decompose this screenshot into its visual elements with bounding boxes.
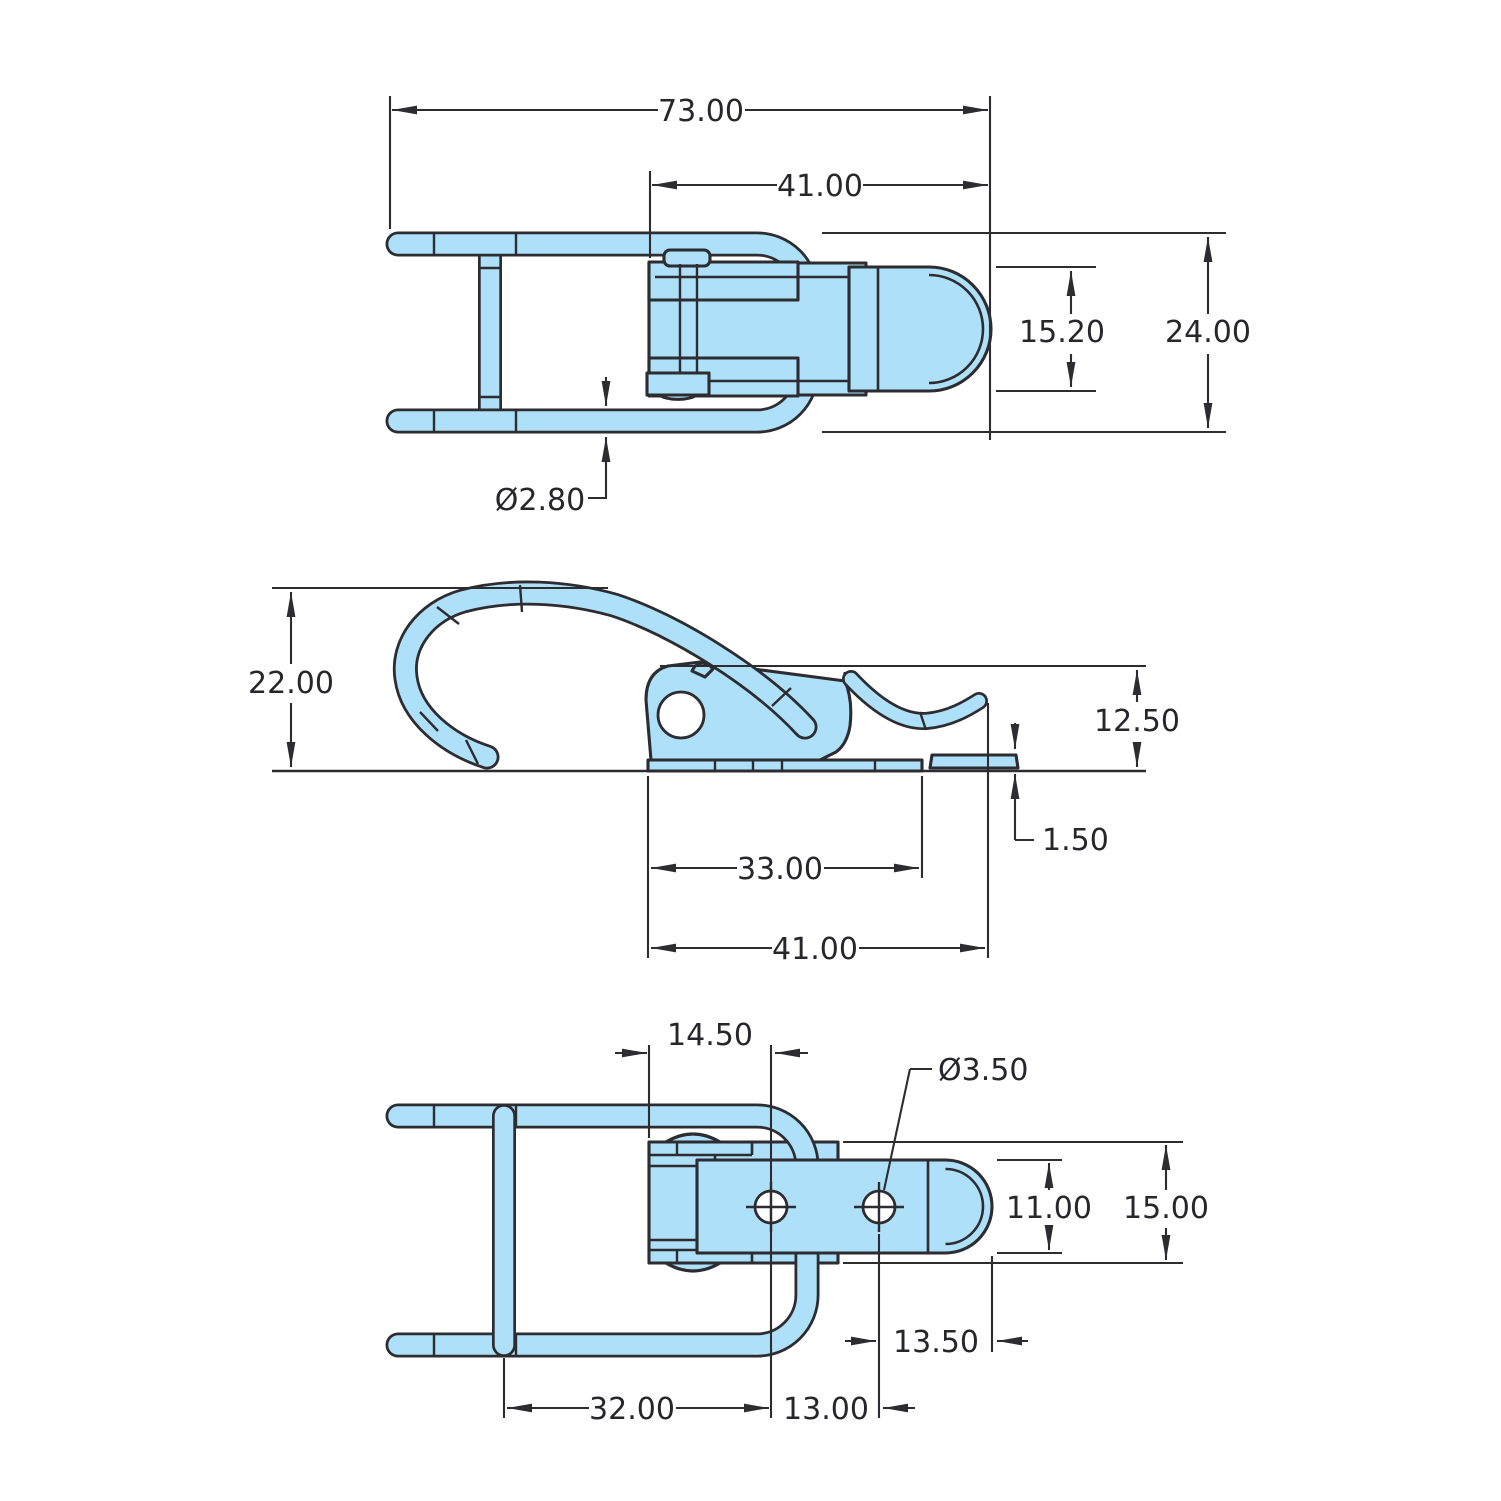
dim-bottom-loop-to-hole: 32.00 — [589, 1392, 675, 1427]
dim-bottom-hole-diameter: Ø3.50 — [938, 1053, 1028, 1088]
dim-bottom-hole-offset: 14.50 — [667, 1018, 753, 1053]
dim-bottom-plate-width: 11.00 — [1006, 1191, 1092, 1226]
dim-side-catch-thickness: 1.50 — [1042, 823, 1109, 858]
top-view: 73.00 41.00 15.20 24.00 Ø2.80 — [385, 94, 1251, 518]
bottom-view-latch-plate — [695, 1158, 994, 1255]
top-view-latch-body — [645, 248, 993, 401]
dim-top-overall-length: 73.00 — [658, 94, 744, 129]
side-view-latch-body — [644, 660, 988, 773]
dim-bottom-hole-spacing: 13.00 — [783, 1392, 869, 1427]
dim-top-wire-diameter: Ø2.80 — [495, 483, 585, 518]
dim-side-latch-length: 41.00 — [772, 932, 858, 967]
bottom-view-dimensions: 14.50 Ø3.50 11.00 15.00 13.50 32.00 13.0… — [502, 1018, 1209, 1427]
dim-bottom-bracket-width: 15.00 — [1123, 1191, 1209, 1226]
dim-side-base-length: 33.00 — [737, 852, 823, 887]
top-view-hinge-pin-head — [662, 248, 712, 268]
top-view-dimensions: 73.00 41.00 15.20 24.00 Ø2.80 — [388, 94, 1251, 518]
dim-top-latch-length: 41.00 — [777, 169, 863, 204]
dim-top-keeper-height: 15.20 — [1019, 315, 1105, 350]
top-view-hinge-plate-upper — [647, 260, 800, 302]
dim-bottom-hole-to-end: 13.50 — [893, 1325, 979, 1360]
side-view: 22.00 12.50 1.50 33.00 41.00 — [248, 580, 1180, 967]
side-view-bail-hook — [392, 580, 818, 770]
side-view-catch-lip — [928, 753, 1020, 770]
side-view-pivot-hole — [656, 690, 706, 740]
dim-side-latch-height: 12.50 — [1094, 704, 1180, 739]
side-view-dimensions: 22.00 12.50 1.50 33.00 41.00 — [248, 586, 1180, 967]
top-view-keeper-nose — [847, 265, 993, 393]
side-view-baseplate — [646, 758, 924, 773]
dim-side-hook-height: 22.00 — [248, 666, 334, 701]
bottom-view-pin-dome-upper — [664, 1132, 722, 1144]
bottom-view: 14.50 Ø3.50 11.00 15.00 13.50 32.00 13.0… — [385, 1018, 1209, 1427]
bottom-view-pin-dome-lower — [664, 1261, 722, 1273]
top-view-hinge-pin-foot — [645, 371, 711, 397]
dim-top-overall-width: 24.00 — [1165, 315, 1251, 350]
